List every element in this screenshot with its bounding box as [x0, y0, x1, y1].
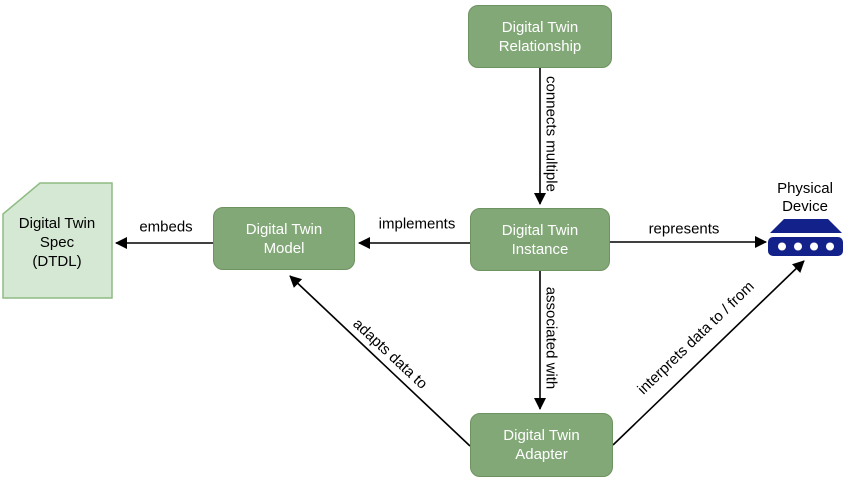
edge-label-implements: implements: [378, 215, 456, 233]
node-digital-twin-instance: Digital Twin Instance: [470, 208, 610, 271]
edge-label-embeds: embeds: [139, 218, 193, 236]
device-dot-icon: [794, 242, 802, 251]
node-digital-twin-spec: Digital Twin Spec (DTDL): [6, 214, 108, 271]
spec-shape: [2, 182, 113, 299]
node-label: Digital Twin Model: [245, 220, 323, 257]
node-label: Digital Twin Instance: [501, 221, 579, 258]
edge-label-connects-multiple: connects multiple: [542, 76, 560, 192]
node-digital-twin-adapter: Digital Twin Adapter: [470, 413, 613, 477]
node-digital-twin-model: Digital Twin Model: [213, 207, 355, 270]
spec-line: (DTDL): [32, 253, 82, 270]
node-label: Digital Twin Relationship: [498, 18, 582, 55]
device-dot-icon: [826, 242, 834, 251]
spec-line: Digital Twin: [18, 215, 96, 232]
spec-line: Spec: [39, 234, 75, 251]
physical-device-label: Physical Device: [777, 180, 833, 215]
node-digital-twin-relationship: Digital Twin Relationship: [468, 5, 612, 68]
edge-adapts-data-to: [289, 275, 471, 447]
device-body-icon: [768, 237, 843, 256]
device-dot-icon: [810, 242, 818, 251]
edge-interprets-data: [612, 260, 805, 446]
physical-device-icon: [768, 219, 843, 256]
node-label: Digital Twin Adapter: [503, 427, 580, 463]
edge-label-represents: represents: [648, 220, 720, 238]
edge-label-associated-with: associated with: [542, 286, 560, 390]
device-top-icon: [770, 219, 842, 233]
device-dot-icon: [778, 242, 786, 251]
